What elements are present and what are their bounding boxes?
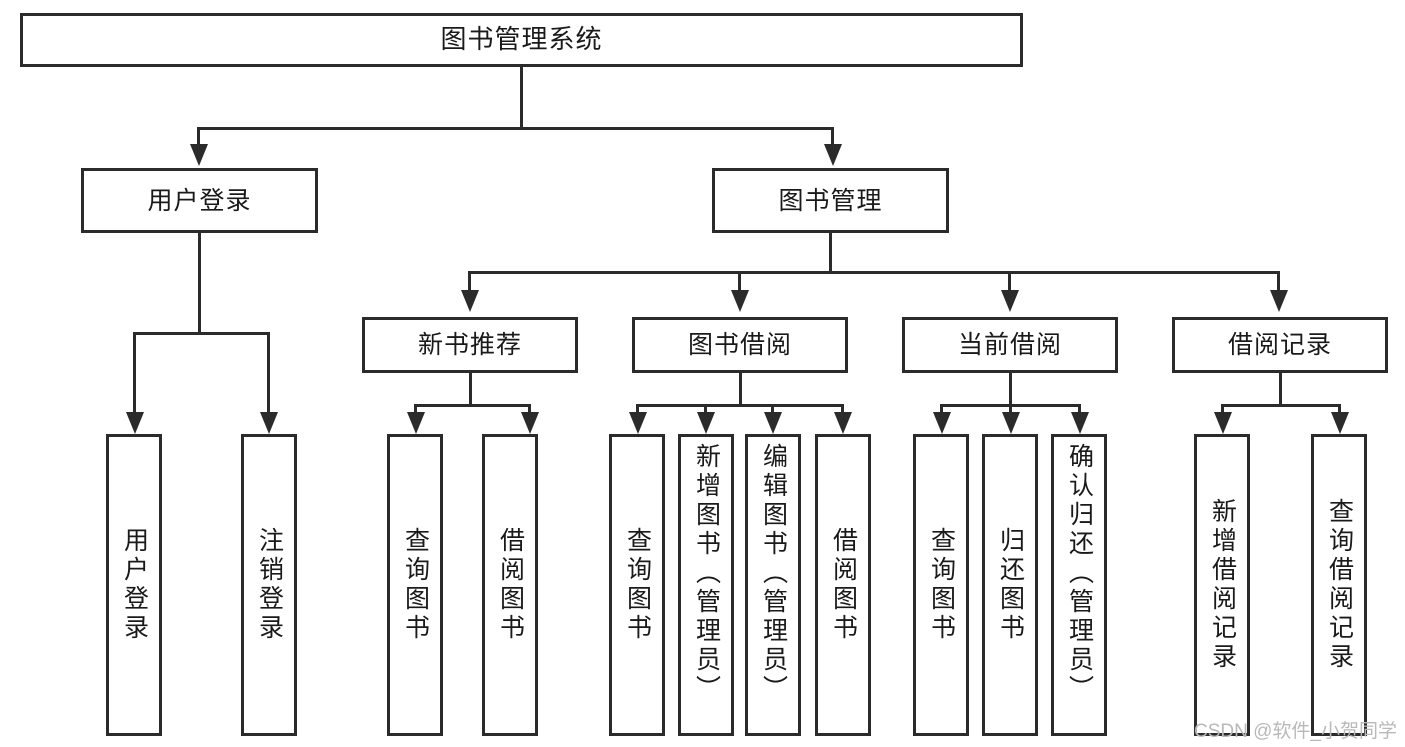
leaf-query-record[interactable]: 查询借阅记录 <box>1311 434 1367 736</box>
arrow-to-leaf-user-login <box>126 412 144 434</box>
node-label: 注销登录 <box>255 527 284 643</box>
node-label: 用户登录 <box>147 186 252 215</box>
connector-cb-drop-1 <box>940 404 943 414</box>
connector-bm-drop-4 <box>1277 271 1280 291</box>
connector-title-drop-right <box>831 127 834 145</box>
connector-cb-drop-2 <box>1009 404 1012 414</box>
leaf-edit-book-admin[interactable]: 编辑图书（管理员） <box>745 434 801 736</box>
node-book-management[interactable]: 图书管理 <box>712 168 949 233</box>
connector-cb-drop-3 <box>1078 404 1081 414</box>
connector-nbr-bus <box>414 404 531 407</box>
node-label: 查询图书 <box>927 527 956 643</box>
node-label: 查询图书 <box>623 527 652 643</box>
node-label: 确认归还（管理员） <box>1065 443 1094 704</box>
connector-title-stem <box>520 67 523 129</box>
leaf-borrow-book-1[interactable]: 借阅图书 <box>482 434 538 736</box>
arrow-to-leaf-query-book-3 <box>933 412 951 434</box>
node-label: 借阅图书 <box>829 527 858 643</box>
arrow-to-book-borrow <box>731 290 749 312</box>
node-label: 图书管理系统 <box>440 24 603 55</box>
leaf-add-record[interactable]: 新增借阅记录 <box>1194 434 1250 736</box>
arrow-to-leaf-edit-book-admin <box>764 412 782 434</box>
connector-bb-drop-1 <box>636 404 639 414</box>
node-borrow-record[interactable]: 借阅记录 <box>1172 317 1388 373</box>
connector-user-login-stem <box>198 233 201 334</box>
connector-nbr-drop-2 <box>528 404 531 414</box>
connector-br-drop-2 <box>1338 404 1341 414</box>
node-label: 查询借阅记录 <box>1325 498 1354 672</box>
arrow-to-leaf-query-book-1 <box>407 412 425 434</box>
arrow-to-new-book-recommend <box>461 290 479 312</box>
node-book-borrow[interactable]: 图书借阅 <box>632 317 848 373</box>
node-label: 当前借阅 <box>957 331 1062 359</box>
connector-nbr-stem <box>469 373 472 406</box>
node-label: 借阅图书 <box>496 527 525 643</box>
arrow-to-user-login <box>190 144 208 166</box>
node-current-borrow[interactable]: 当前借阅 <box>902 317 1118 373</box>
arrow-to-leaf-borrow-book-1 <box>521 412 539 434</box>
leaf-query-book-1[interactable]: 查询图书 <box>387 434 443 736</box>
leaf-return-book[interactable]: 归还图书 <box>982 434 1038 736</box>
connector-title-drop-left <box>197 127 200 145</box>
connector-bb-stem <box>739 373 742 406</box>
connector-title-bus <box>197 127 834 130</box>
connector-br-drop-1 <box>1221 404 1224 414</box>
connector-bb-drop-2 <box>704 404 707 414</box>
connector-book-management-bus <box>468 271 1280 274</box>
connector-book-management-stem <box>829 233 832 273</box>
node-label: 归还图书 <box>996 527 1025 643</box>
connector-cb-stem <box>1009 373 1012 406</box>
node-label: 查询图书 <box>401 527 430 643</box>
arrow-to-book-management <box>824 144 842 166</box>
leaf-add-book-admin[interactable]: 新增图书（管理员） <box>678 434 734 736</box>
arrow-to-borrow-record <box>1270 290 1288 312</box>
arrow-to-leaf-add-book-admin <box>697 412 715 434</box>
connector-bm-drop-1 <box>468 271 471 291</box>
leaf-borrow-book-2[interactable]: 借阅图书 <box>815 434 871 736</box>
node-book-management-system[interactable]: 图书管理系统 <box>20 13 1023 67</box>
connector-bb-drop-3 <box>771 404 774 414</box>
node-user-login[interactable]: 用户登录 <box>81 168 318 233</box>
arrow-to-leaf-borrow-book-2 <box>834 412 852 434</box>
connector-user-login-bus <box>133 332 270 335</box>
connector-bm-drop-3 <box>1008 271 1011 291</box>
connector-bm-drop-2 <box>738 271 741 291</box>
node-label: 用户登录 <box>120 527 149 643</box>
node-label: 新增图书（管理员） <box>692 443 721 704</box>
node-label: 新增借阅记录 <box>1208 498 1237 672</box>
connector-user-login-drop-2 <box>267 332 270 414</box>
connector-br-bus <box>1221 404 1341 407</box>
node-label: 新书推荐 <box>417 331 522 359</box>
connector-bb-bus <box>636 404 844 407</box>
leaf-query-book-2[interactable]: 查询图书 <box>609 434 665 736</box>
leaf-query-book-3[interactable]: 查询图书 <box>913 434 969 736</box>
arrow-to-leaf-logout-login <box>260 412 278 434</box>
node-new-book-recommend[interactable]: 新书推荐 <box>362 317 578 373</box>
arrow-to-leaf-add-record <box>1214 412 1232 434</box>
arrow-to-leaf-return-book <box>1002 412 1020 434</box>
connector-bb-drop-4 <box>841 404 844 414</box>
node-label: 图书借阅 <box>687 331 792 359</box>
connector-nbr-drop-1 <box>414 404 417 414</box>
arrow-to-leaf-confirm-return <box>1071 412 1089 434</box>
node-label: 借阅记录 <box>1227 331 1332 359</box>
arrow-to-leaf-query-book-2 <box>629 412 647 434</box>
arrow-to-leaf-query-record <box>1331 412 1349 434</box>
leaf-logout-login[interactable]: 注销登录 <box>241 434 297 736</box>
arrow-to-current-borrow <box>1001 290 1019 312</box>
leaf-confirm-return[interactable]: 确认归还（管理员） <box>1051 434 1107 736</box>
connector-br-stem <box>1279 373 1282 406</box>
connector-user-login-drop-1 <box>133 332 136 414</box>
node-label: 图书管理 <box>778 186 883 215</box>
leaf-user-login[interactable]: 用户登录 <box>106 434 162 736</box>
node-label: 编辑图书（管理员） <box>759 443 788 704</box>
